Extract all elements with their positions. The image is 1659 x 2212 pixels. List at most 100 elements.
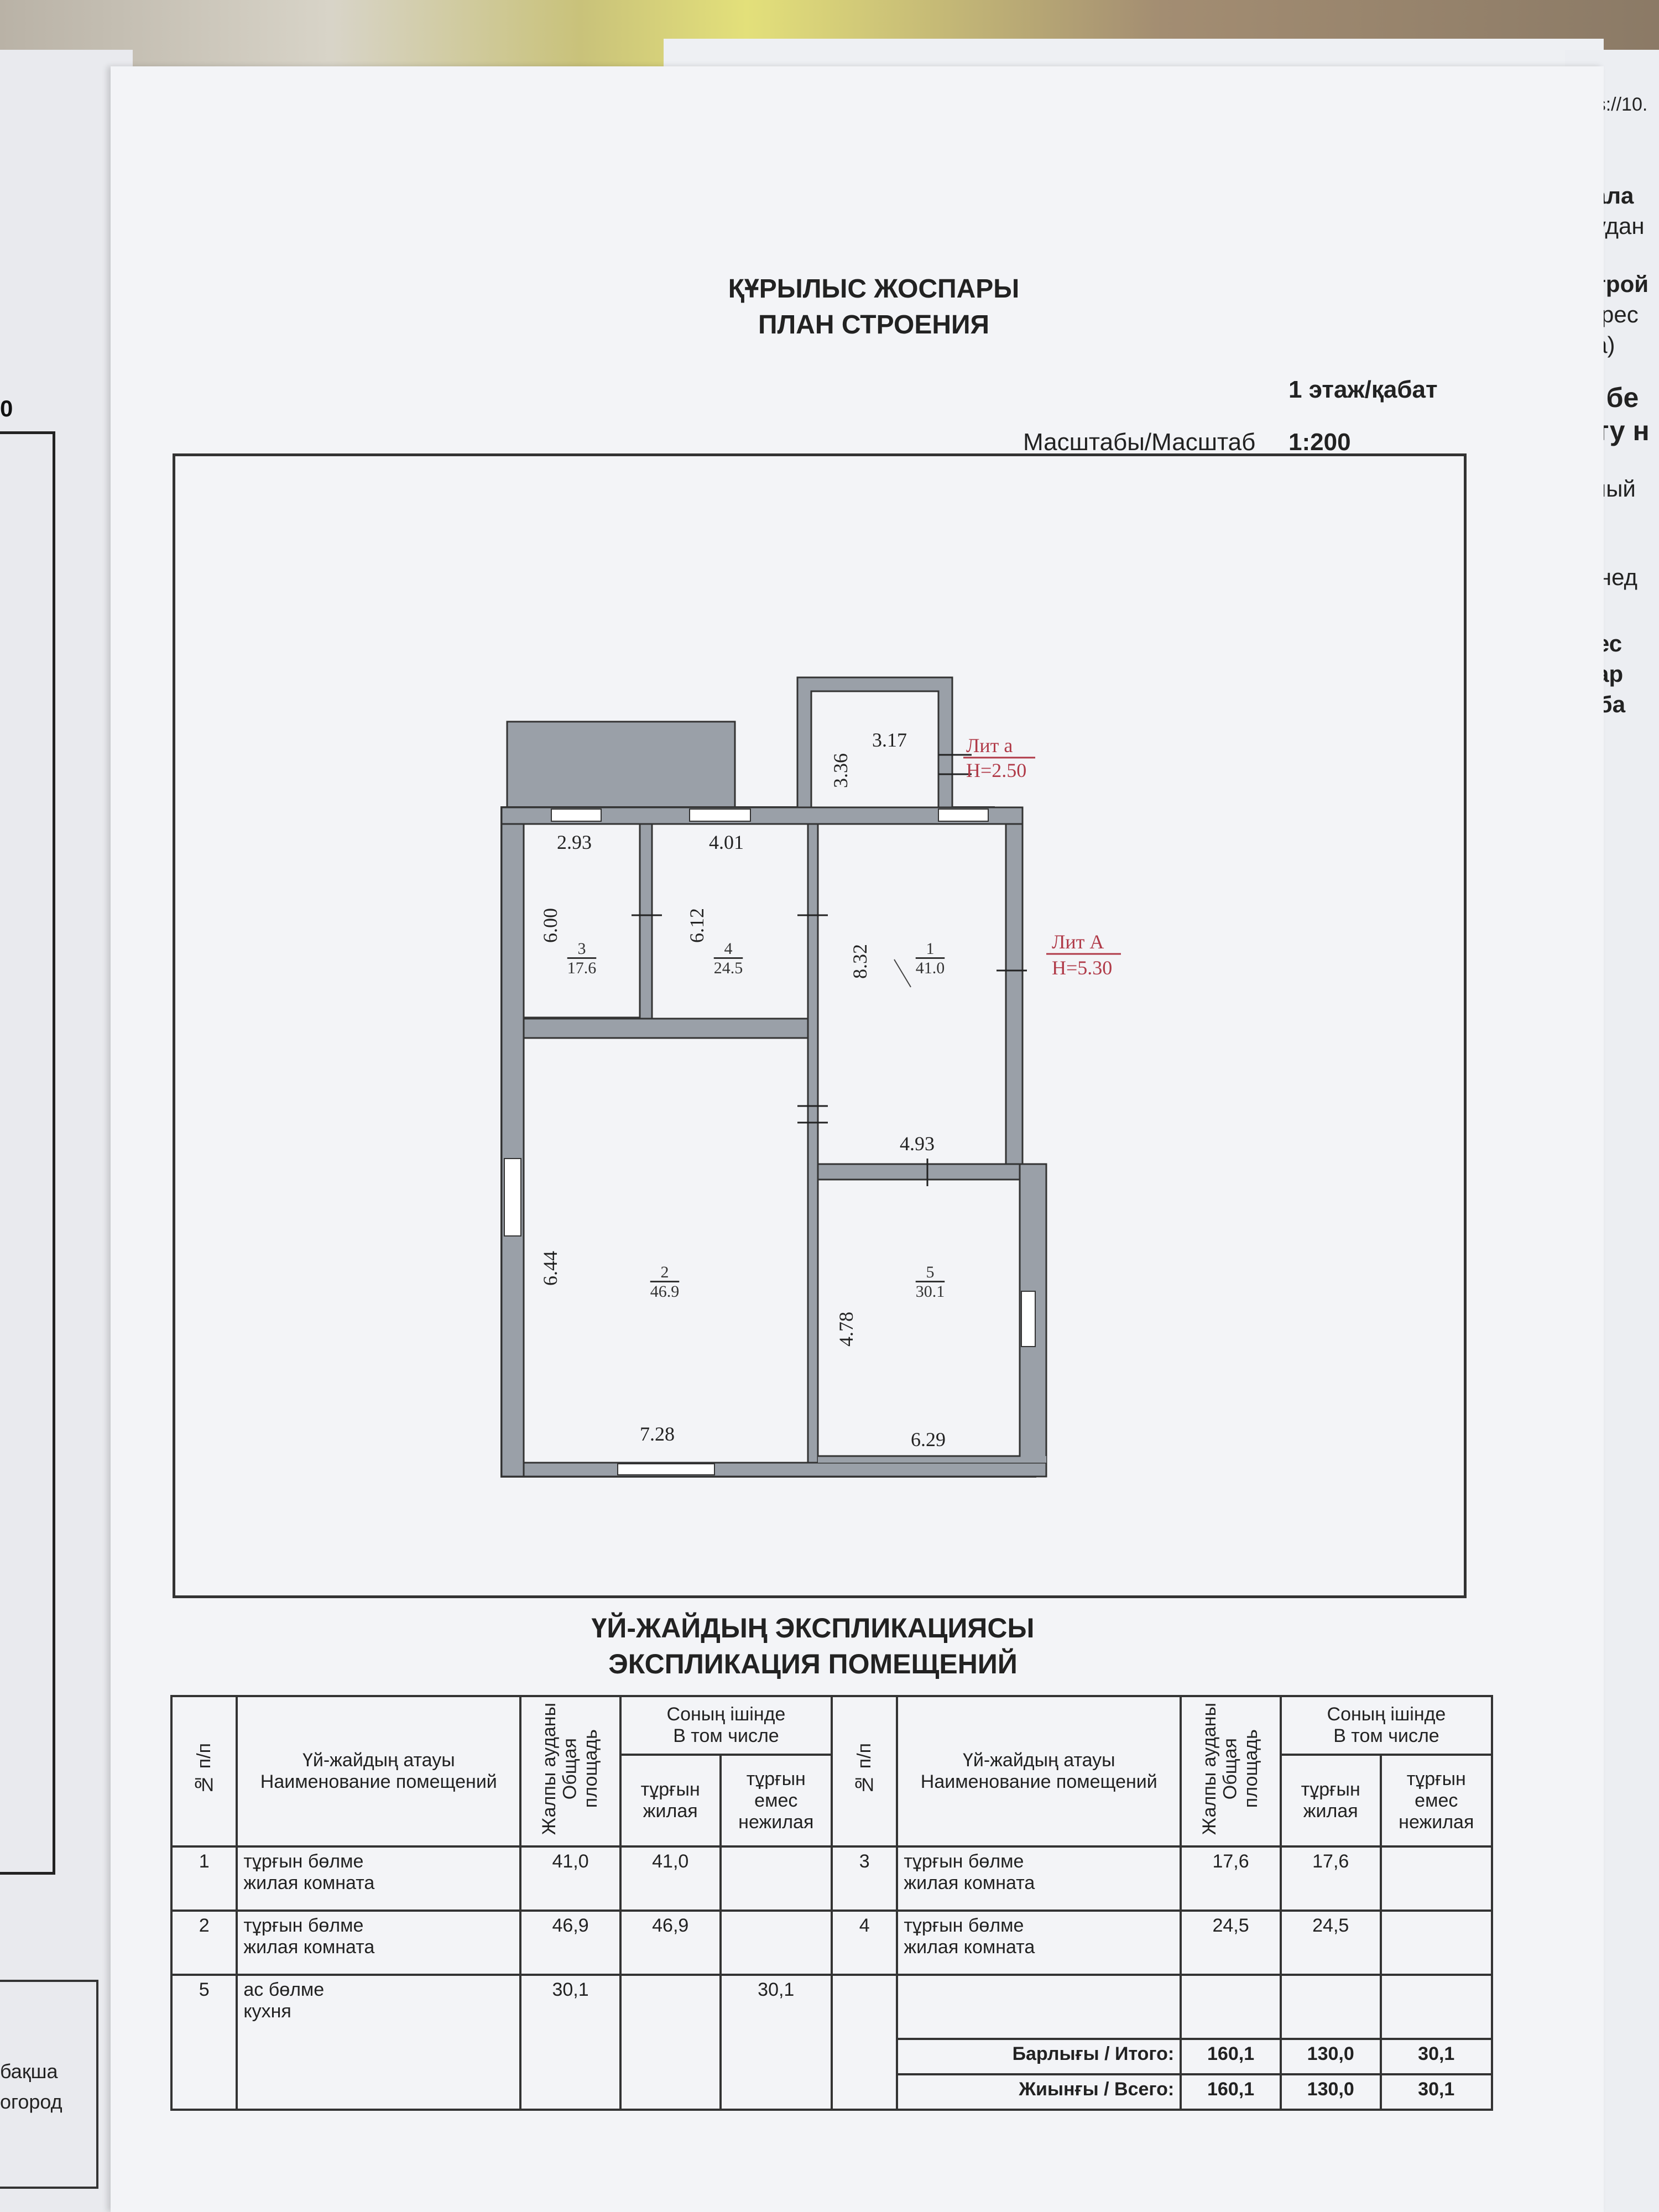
row-number: 1 xyxy=(170,1845,238,1912)
row-total: 24,5 xyxy=(1180,1910,1282,1976)
page-title-kz: ҚҰРЫЛЫС ЖОСПАРЫ xyxy=(728,274,1020,304)
room-area: 41.0 xyxy=(916,959,945,977)
grandtotal-label: Жиынғы / Всего: xyxy=(896,2073,1182,2111)
lit-main-name: Лит А xyxy=(1052,931,1104,953)
dimension-label: 8.32 xyxy=(849,944,871,979)
row-res: 24,5 xyxy=(1279,1910,1382,1976)
row-res: 46,9 xyxy=(619,1910,722,1976)
grandtotal-row: Жиынғы / Всего: 160,1 130,0 30,1 xyxy=(171,2073,1494,2111)
dimension-label: 4.78 xyxy=(835,1312,857,1347)
plan-wall-fill xyxy=(817,1163,1021,1181)
annex-room xyxy=(810,690,940,808)
window xyxy=(504,1158,521,1237)
room-4 xyxy=(651,823,809,1022)
subtotal-row: Барлығы / Итого: 160,1 130,0 30,1 xyxy=(171,2038,1494,2075)
plan-wall-fill xyxy=(1005,806,1024,1181)
plan-wall-fill xyxy=(818,1456,1046,1463)
lit-small-height: H=2.50 xyxy=(966,759,1026,781)
row-nonres xyxy=(1379,1845,1494,1912)
row-nonres xyxy=(1379,1910,1494,1976)
room-5 xyxy=(817,1178,1021,1457)
grandtotal-total: 160,1 xyxy=(1180,2073,1282,2111)
row-nonres xyxy=(719,1845,833,1912)
dimension-label: 6.00 xyxy=(539,908,561,943)
left-doc-digit: 0 xyxy=(0,395,13,421)
dimension-label: 4.93 xyxy=(900,1133,935,1155)
row-total xyxy=(1180,1974,1282,2040)
row-res xyxy=(1279,1974,1382,2040)
room-leader-line xyxy=(894,959,911,988)
dimension-label: 3.17 xyxy=(872,729,907,751)
row-total: 17,6 xyxy=(1180,1845,1282,1912)
dimension-label: 3.36 xyxy=(830,753,852,788)
row-nonres: 30,1 xyxy=(719,1974,833,2111)
floor-label: 1 этаж/қабат xyxy=(1288,376,1438,403)
row-nonres xyxy=(1379,1974,1494,2040)
row-name xyxy=(896,1974,1182,2040)
left-doc-box xyxy=(0,1980,98,2189)
dimension-label: 6.12 xyxy=(686,908,708,943)
scale-value: 1:200 xyxy=(1288,429,1351,456)
explication-title-kz: ҮЙ-ЖАЙДЫҢ ЭКСПЛИКАЦИЯСЫ xyxy=(591,1613,1035,1644)
subtotal-total: 160,1 xyxy=(1180,2038,1282,2075)
room-1 xyxy=(817,823,1007,1165)
dimension-label: 4.01 xyxy=(709,831,744,853)
document-page: ҚҰРЫЛЫС ЖОСПАРЫ ПЛАН СТРОЕНИЯ 1 этаж/қаб… xyxy=(111,66,1604,2212)
room-number: 5 xyxy=(926,1263,935,1281)
window xyxy=(689,808,751,822)
plan-wall-fill xyxy=(500,1462,1047,1478)
dimension-label: 2.93 xyxy=(557,831,592,853)
plan-frame: 3.17 3.36 2.93 4.01 6.00 6.12 8.32 4.93 … xyxy=(173,453,1467,1598)
grandtotal-res: 130,0 xyxy=(1279,2073,1382,2111)
dimension-label: 7.28 xyxy=(640,1423,675,1445)
scale-label: Масштабы/Масштаб xyxy=(1023,429,1256,456)
row-res: 41,0 xyxy=(619,1845,722,1912)
plan-wall-fill xyxy=(807,823,819,1464)
explication-title-ru: ЭКСПЛИКАЦИЯ ПОМЕЩЕНИЙ xyxy=(608,1648,1018,1679)
row-number: 2 xyxy=(170,1910,238,1976)
row-number: 3 xyxy=(830,1845,899,1912)
row-total: 41,0 xyxy=(519,1845,622,1912)
subtotal-res: 130,0 xyxy=(1279,2038,1382,2075)
page-title-ru: ПЛАН СТРОЕНИЯ xyxy=(758,310,990,340)
plan-wall-fill xyxy=(500,806,525,1478)
left-doc-text: бақша xyxy=(0,2060,58,2083)
room-area: 24.5 xyxy=(714,959,743,977)
row-nonres xyxy=(719,1910,833,1976)
row-total: 30,1 xyxy=(519,1974,622,2111)
row-res: 17,6 xyxy=(1279,1845,1382,1912)
window xyxy=(938,808,989,822)
dimension-label: 6.29 xyxy=(911,1428,946,1451)
row-number: 4 xyxy=(830,1910,899,1976)
room-number: 3 xyxy=(578,940,586,958)
grandtotal-nonres: 30,1 xyxy=(1379,2073,1494,2111)
floor-plan: 3.17 3.36 2.93 4.01 6.00 6.12 8.32 4.93 … xyxy=(500,676,1121,1478)
lit-small-name: Лит а xyxy=(966,734,1013,757)
room-number: 4 xyxy=(724,940,733,958)
left-doc-frame xyxy=(0,431,55,1875)
room-area: 17.6 xyxy=(567,959,597,977)
dimension-label: 6.44 xyxy=(539,1251,561,1286)
row-res xyxy=(619,1974,722,2111)
plan-wall-fill xyxy=(523,1018,809,1039)
room-area: 30.1 xyxy=(916,1282,945,1301)
row-total: 46,9 xyxy=(519,1910,622,1976)
room-number: 2 xyxy=(661,1263,669,1281)
